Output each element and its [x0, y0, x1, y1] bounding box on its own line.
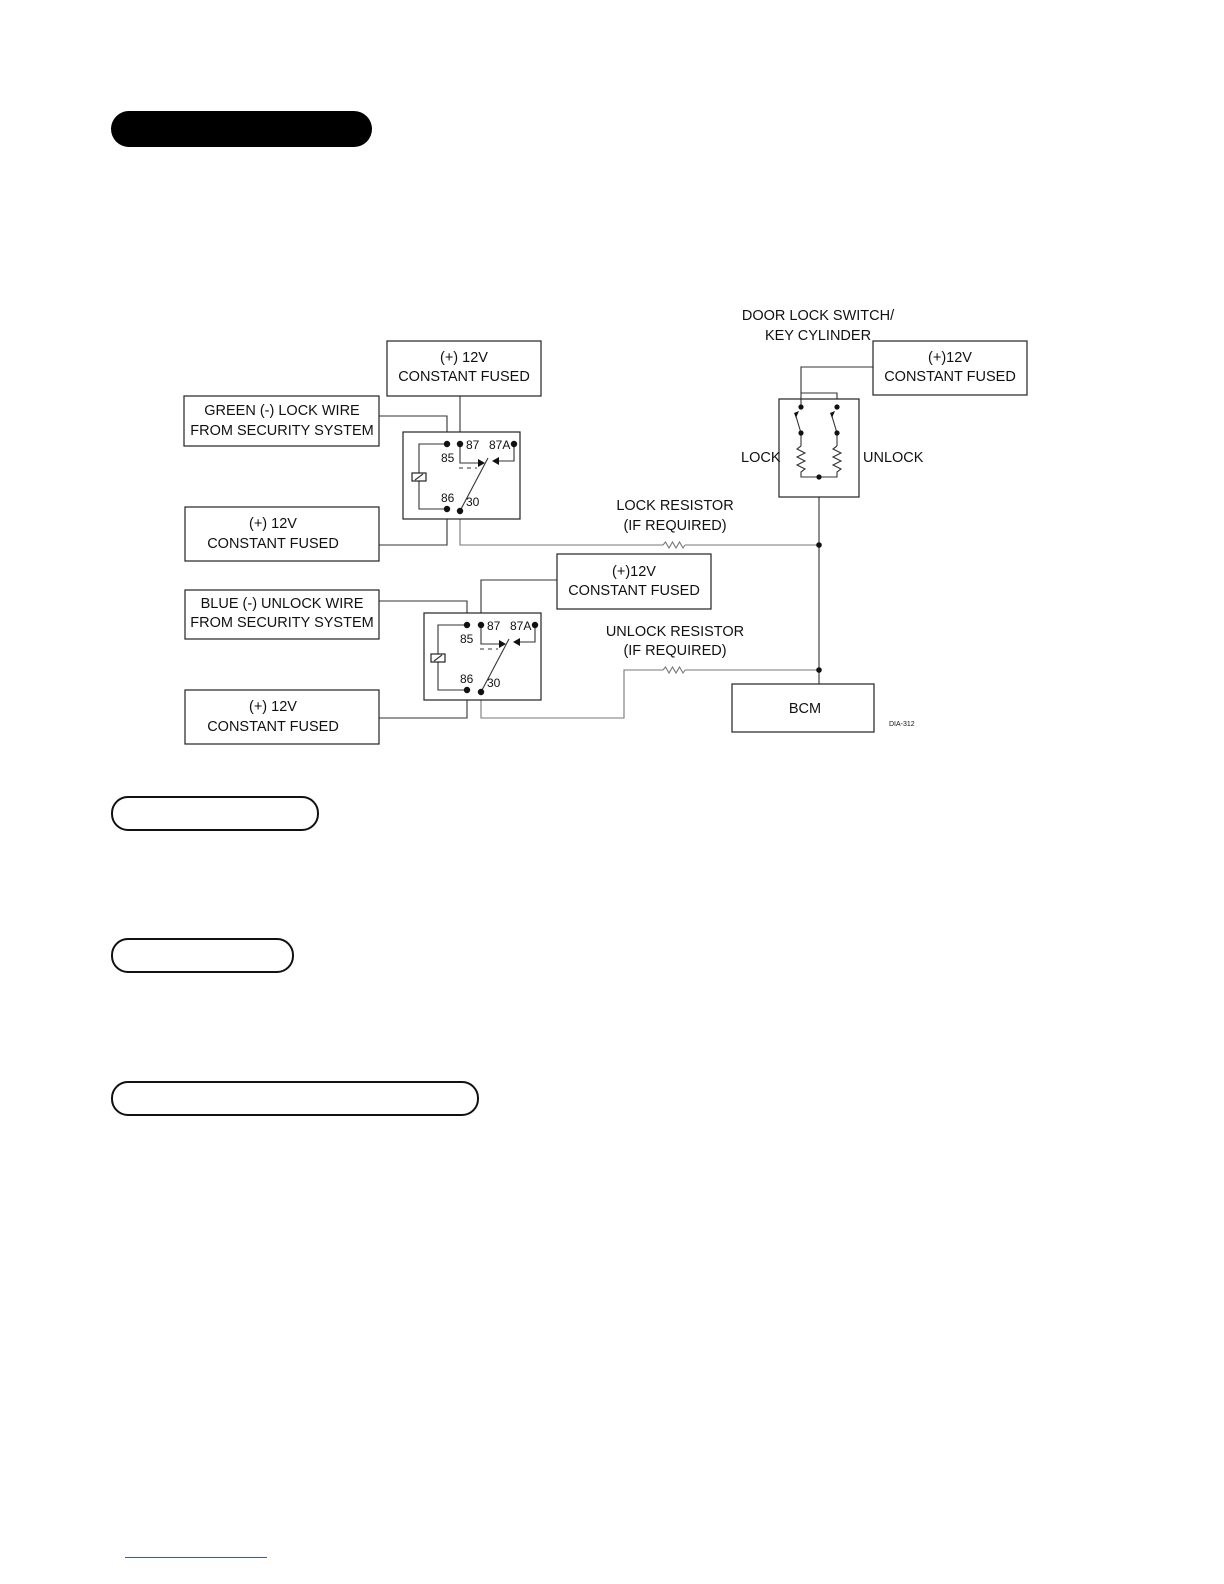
- footer-link[interactable]: [125, 1557, 267, 1558]
- junction-lock: [816, 542, 822, 548]
- relay2-pin-30: 30: [487, 676, 501, 690]
- relay2-coil-supply-box: (+) 12V CONSTANT FUSED: [184, 689, 380, 745]
- green-lock-wire-box: GREEN (-) LOCK WIRE FROM SECURITY SYSTEM: [183, 395, 380, 447]
- relay1-supply-line1: (+) 12V: [440, 350, 488, 366]
- relay2-supply-line2: CONSTANT FUSED: [568, 583, 700, 599]
- relay2-supply-box: (+)12V CONSTANT FUSED: [556, 553, 712, 610]
- lock-relay: 85 87 87A 86 30: [402, 431, 521, 520]
- blue-unlock-wire-line1: BLUE (-) UNLOCK WIRE: [201, 596, 364, 612]
- switch-supply-line2: CONSTANT FUSED: [884, 369, 1016, 385]
- junction-unlock: [816, 667, 822, 673]
- wire-relay1-coil-supply: [379, 509, 448, 546]
- diagram-ref: DIA-312: [889, 721, 915, 728]
- lock-resistor-line2: (IF REQUIRED): [623, 518, 726, 534]
- relay1-pin-87a: 87A: [489, 438, 510, 452]
- section-pill-2: [111, 938, 294, 973]
- relay1-pin-87: 87: [466, 438, 480, 452]
- bcm-box: BCM: [731, 683, 875, 733]
- relay2-pin-87a: 87A: [510, 619, 531, 633]
- section-pill-3: [111, 1081, 479, 1116]
- unlock-relay: 85 87 87A 86 30: [423, 612, 542, 701]
- lock-switch-resistor: [795, 445, 819, 478]
- relay2-coil-supply-line1: (+) 12V: [249, 699, 297, 715]
- relay2-armature: [480, 638, 510, 693]
- door-lock-switch-line1: DOOR LOCK SWITCH/: [742, 308, 895, 324]
- relay2-supply-line1: (+)12V: [612, 564, 656, 580]
- relay2-pin-85: 85: [460, 632, 474, 646]
- relay2-coil-supply-line2: CONSTANT FUSED: [207, 719, 339, 735]
- relay1-coil-supply-line2: CONSTANT FUSED: [207, 536, 339, 552]
- relay1-pin-85: 85: [441, 451, 455, 465]
- wire-relay2-output: [480, 669, 663, 719]
- relay1-coil-supply-line1: (+) 12V: [249, 516, 297, 532]
- door-lock-switch-line2: KEY CYLINDER: [765, 328, 871, 344]
- bcm-label: BCM: [789, 701, 821, 717]
- unlock-switch-resistor: [819, 445, 843, 478]
- section-header-pill: [111, 111, 372, 147]
- blue-unlock-wire-line2: FROM SECURITY SYSTEM: [190, 615, 373, 631]
- door-lock-switch: [778, 398, 860, 498]
- relay1-supply-line2: CONSTANT FUSED: [398, 369, 530, 385]
- relay1-supply-box: (+) 12V CONSTANT FUSED: [386, 340, 542, 397]
- blue-unlock-wire-box: BLUE (-) UNLOCK WIRE FROM SECURITY SYSTE…: [184, 589, 380, 640]
- section-pill-1: [111, 796, 319, 831]
- lock-resistor-symbol: [662, 540, 686, 550]
- lock-resistor-line1: LOCK RESISTOR: [616, 498, 733, 514]
- relay2-pin-87: 87: [487, 619, 501, 633]
- wire-relay2-supply: [480, 579, 557, 625]
- unlock-resistor-line1: UNLOCK RESISTOR: [606, 624, 744, 640]
- relay1-pin-30: 30: [466, 495, 480, 509]
- wire-relay1-output: [459, 511, 663, 546]
- switch-supply-box: (+)12V CONSTANT FUSED: [872, 340, 1028, 396]
- green-lock-wire-line1: GREEN (-) LOCK WIRE: [204, 403, 360, 419]
- unlock-label: UNLOCK: [863, 450, 924, 466]
- green-lock-wire-line2: FROM SECURITY SYSTEM: [190, 423, 373, 439]
- switch-supply-line1: (+)12V: [928, 350, 972, 366]
- unlock-resistor-symbol: [662, 665, 686, 675]
- relay1-coil-supply-box: (+) 12V CONSTANT FUSED: [184, 506, 380, 562]
- unlock-resistor-line2: (IF REQUIRED): [623, 643, 726, 659]
- relay2-pin-86: 86: [460, 672, 474, 686]
- lock-label: LOCK: [741, 450, 781, 466]
- relay1-pin-86: 86: [441, 491, 455, 505]
- wire-switch-supply: [800, 366, 873, 407]
- relay1-armature: [459, 457, 489, 512]
